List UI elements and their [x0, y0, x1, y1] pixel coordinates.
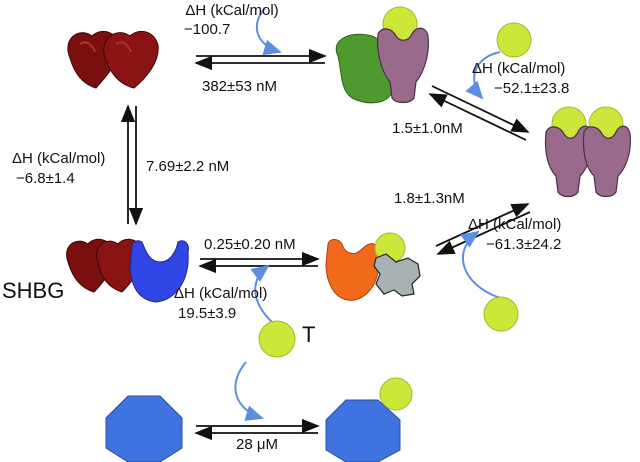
left-vertical-equilibrium-arrows — [120, 104, 144, 226]
right-top-equilibrium-arrows — [428, 85, 530, 141]
mid-kd: 0.25±0.20 nM — [204, 236, 296, 253]
right-mid-kd: 1.8±1.3nM — [394, 190, 465, 207]
octagon-protein-icon — [105, 395, 183, 462]
right-mid-dh-value: −61.3±24.2 — [486, 236, 562, 253]
purple-dimer-with-ligands-icon — [544, 106, 631, 198]
right-top-dh-title: ΔH (kCal/mol) — [472, 60, 566, 77]
shbg-receptor-complex-icon — [66, 238, 189, 303]
testosterone-ligand-icon — [258, 320, 296, 358]
ligand-icon — [483, 296, 519, 332]
green-purple-complex-icon — [335, 6, 429, 104]
t-ligand-curve-arrow — [250, 264, 275, 325]
bottom-kd: 28 μM — [236, 436, 278, 453]
top-dh-value: −100.7 — [184, 21, 231, 38]
right-middle-equilibrium-arrows — [435, 203, 531, 255]
right-top-kd: 1.5±1.0nM — [392, 120, 463, 137]
mid-dh-title: ΔH (kCal/mol) — [174, 285, 268, 302]
right-middle-ligand-curve-arrow — [460, 230, 501, 299]
shbg-dimer-icon — [67, 30, 159, 89]
t-to-bottom-curve-arrow — [234, 361, 264, 421]
left-dh-value: −6.8±1.4 — [16, 170, 75, 187]
t-label: T — [302, 322, 316, 347]
bottom-equilibrium-arrows — [194, 418, 320, 441]
top-ligand-curve-arrow — [255, 7, 282, 56]
left-dh-title: ΔH (kCal/mol) — [12, 150, 106, 167]
ligand-icon — [496, 22, 532, 58]
right-mid-dh-title: ΔH (kCal/mol) — [468, 216, 562, 233]
top-dh-title: ΔH (kCal/mol) — [185, 2, 279, 19]
top-kd: 382±53 nM — [202, 78, 277, 95]
orange-gray-complex-icon — [325, 232, 421, 301]
middle-equilibrium-arrows — [198, 251, 320, 274]
octagon-with-ligand-icon — [325, 377, 413, 462]
shbg-label: SHBG — [2, 278, 65, 303]
right-top-ligand-curve-arrow — [465, 51, 501, 100]
left-kd: 7.69±2.2 nM — [146, 158, 230, 175]
top-equilibrium-arrows — [194, 48, 327, 71]
mid-dh-value: 19.5±3.9 — [178, 305, 237, 322]
right-top-dh-value: −52.1±23.8 — [494, 80, 570, 97]
